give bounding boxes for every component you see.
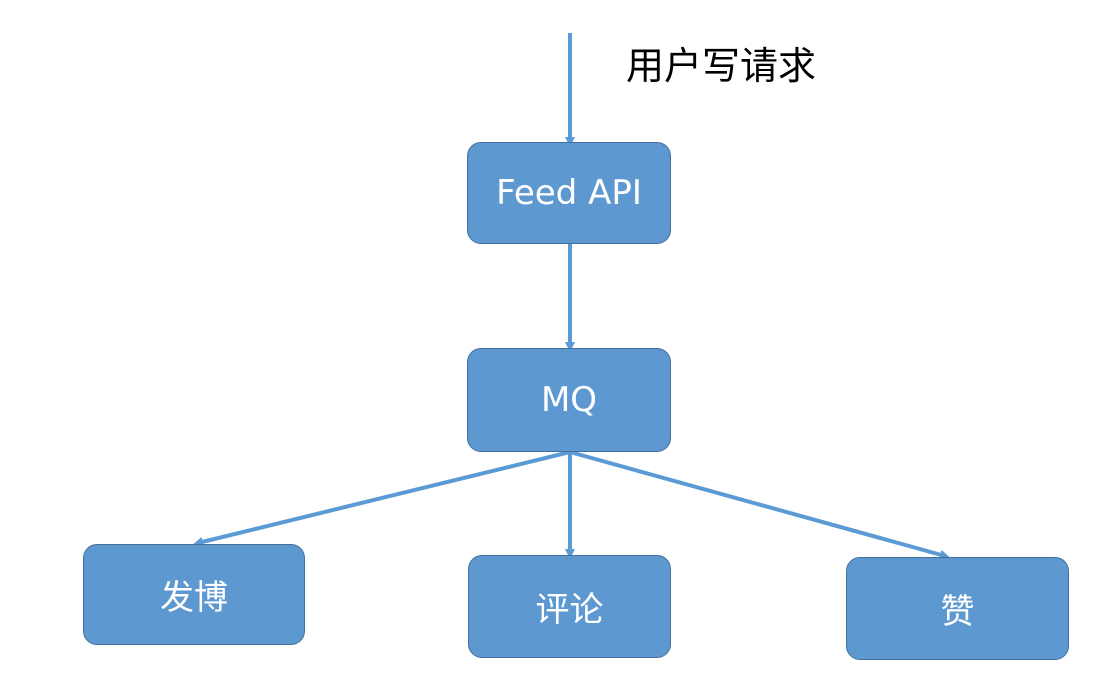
mq-label: MQ	[540, 380, 598, 420]
like-label: 赞	[940, 592, 975, 632]
feed-api-label: Feed API	[496, 173, 642, 213]
mq-node: MQ	[467, 348, 671, 452]
post-node: 发博	[83, 544, 305, 645]
edge-mq-to-post	[193, 450, 571, 547]
comment-label: 评论	[535, 590, 604, 630]
comment-node: 评论	[468, 555, 671, 658]
edge-mq-to-like	[569, 450, 950, 560]
user-write-request-label: 用户写请求	[626, 44, 817, 88]
feed-api-node: Feed API	[467, 142, 671, 244]
like-node: 赞	[846, 557, 1069, 660]
post-label: 发博	[160, 578, 228, 618]
